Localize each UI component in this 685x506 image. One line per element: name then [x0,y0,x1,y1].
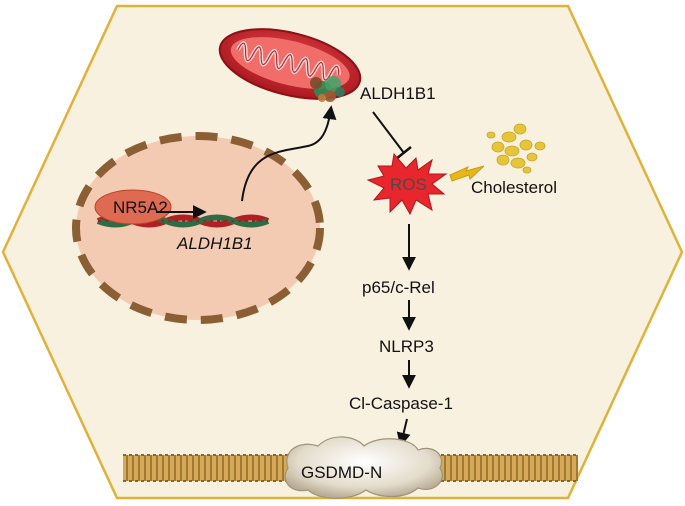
p65-label: p65/c-Rel [362,278,435,297]
caspase-label: Cl-Caspase-1 [349,394,453,413]
inhibition-arrow [372,111,412,160]
aldh1b1-gene-label: ALDH1B1 [176,234,253,253]
cell-outline [1,4,684,500]
aldh1b1-protein-structure [310,76,345,102]
nr5a2-label: NR5A2 [113,198,168,217]
export-arrow [241,105,337,202]
cholesterol-droplets [486,123,546,174]
nlrp3-label: NLRP3 [379,337,434,356]
ros-burst: ROS [366,152,448,216]
cholesterol-arrow [449,165,485,182]
gsdmd-label: GSDMD-N [301,463,382,482]
cholesterol-label: Cholesterol [471,178,557,197]
gsdmd-pore: GSDMD-N [284,436,443,499]
aldh1b1-protein-label: ALDH1B1 [360,84,436,103]
nr5a2-protein: NR5A2 [94,189,172,225]
nucleus [72,132,324,324]
ros-label: ROS [390,175,427,194]
